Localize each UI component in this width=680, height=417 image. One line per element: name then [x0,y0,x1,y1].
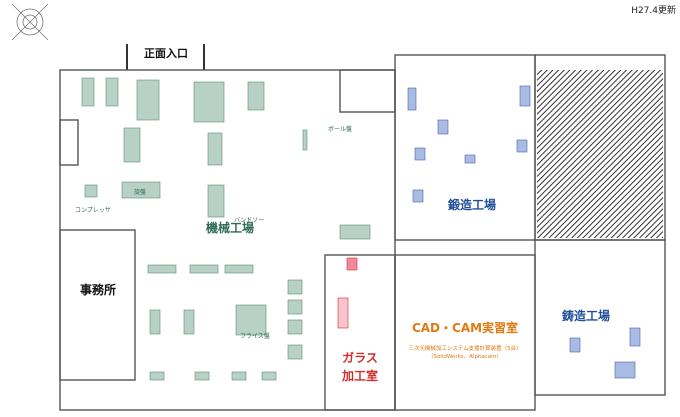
casting-shop-label: 鋳造工場 [562,308,610,323]
label-lathe: 旋盤 [134,188,146,196]
glass-room-label-2: 加工室 [341,368,378,383]
cadcam-note-2: （SolidWorks、Alphacam） [428,353,502,360]
label-milling: フライス盤 [240,332,270,340]
machine-shop-label: 機械工場 [206,220,254,235]
glass-kiln [337,297,349,329]
machine-shop-labels: コンプレッサ バンドソー 旋盤 ボール盤 フライス盤 [75,125,352,340]
update-note: H27.4更新 [631,4,676,16]
entrance-marker: 正面入口 [126,44,205,70]
entrance-label: 正面入口 [144,47,188,60]
glass-room-marker [346,257,358,271]
cadcam-room-label: CAD・CAM実習室 [412,320,518,335]
label-compressor: コンプレッサ [75,207,111,214]
label-ball-mill: ボール盤 [328,125,352,133]
label-band-saw: バンドソー [234,217,264,224]
forging-shop-label: 鍛造工場 [447,197,496,212]
machine-shop-equipment [81,77,371,381]
building-outline [59,54,666,411]
hatched-area [537,70,663,238]
office-label: 事務所 [80,282,116,297]
forging-casting-equipment [407,85,641,379]
glass-room-label-1: ガラス [342,350,378,365]
north-compass-icon [11,3,49,41]
cadcam-note-1: 三次元機械加工システム支援計算装置（5台） [408,344,521,352]
